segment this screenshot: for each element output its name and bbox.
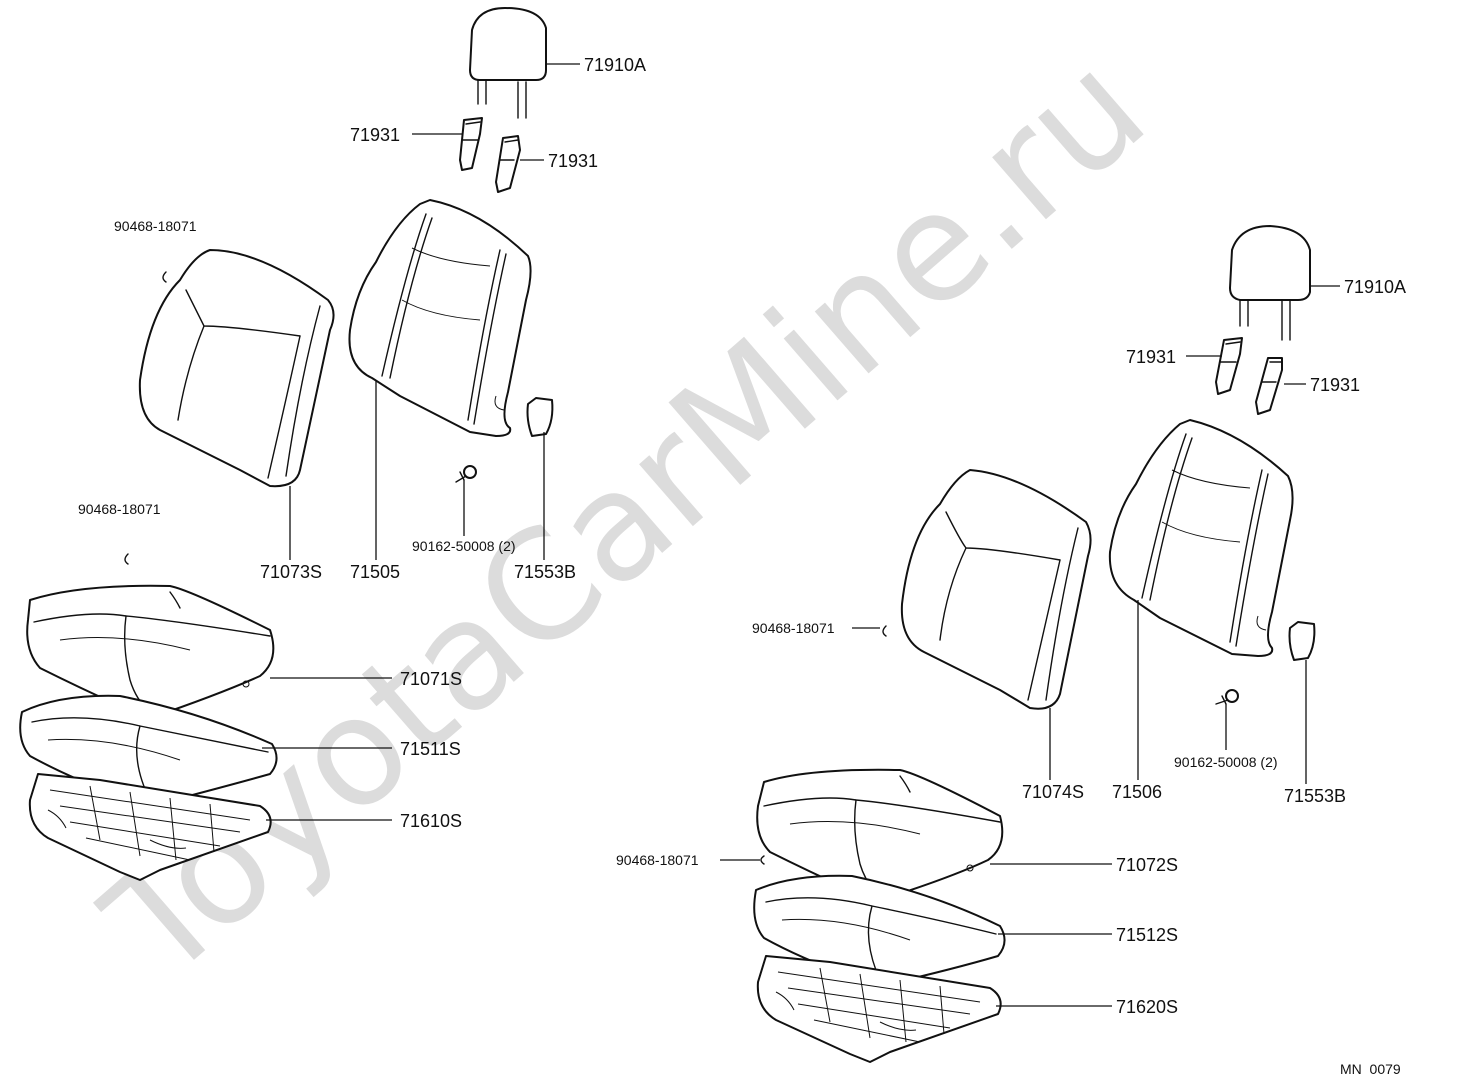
right-label-back-pad: 71506 xyxy=(1112,782,1162,802)
left-headrest-support-drawings xyxy=(459,117,521,193)
left-label-headrest: 71910A xyxy=(584,55,646,75)
right-seatback-pad-drawing xyxy=(1108,419,1294,657)
right-seatback-cover-drawing xyxy=(900,469,1092,710)
right-label-support-right: 71931 xyxy=(1310,375,1360,395)
right-clip-drawings xyxy=(760,625,887,865)
left-label-back-cover: 71073S xyxy=(260,562,322,582)
drawing-code: MN 0079 xyxy=(1340,1061,1401,1077)
left-seatback-cover-drawing xyxy=(138,249,335,488)
right-cushion-frame-drawing xyxy=(756,955,1002,1063)
left-seatback-pad-drawing xyxy=(348,199,532,437)
left-label-cushion-cover: 71071S xyxy=(400,669,462,689)
left-cushion-cover-drawing xyxy=(26,584,275,720)
right-label-knob-cover: 71553B xyxy=(1284,786,1346,806)
right-label-clip-back: 90468-18071 xyxy=(752,620,835,636)
left-label-knob-cover: 71553B xyxy=(514,562,576,582)
left-cushion-frame-drawing xyxy=(28,773,272,881)
right-label-cushion-pad: 71512S xyxy=(1116,925,1178,945)
right-cushion-pad-drawing xyxy=(753,874,1006,988)
left-label-screw: 90162-50008 (2) xyxy=(412,538,516,554)
right-headrest-drawing xyxy=(1229,225,1311,341)
left-label-cushion-frame: 71610S xyxy=(400,811,462,831)
right-cushion-cover-drawing xyxy=(756,768,1004,902)
left-label-support-left: 71931 xyxy=(350,125,400,145)
left-leader-lines xyxy=(262,63,580,821)
left-seat-assembly: 71910A 71931 71931 90468-18071 71073S 71… xyxy=(19,7,646,881)
left-label-cushion-pad: 71511S xyxy=(400,739,461,759)
right-label-cushion-cover: 71072S xyxy=(1116,855,1178,875)
right-label-headrest: 71910A xyxy=(1344,277,1406,297)
right-headrest-support-drawings xyxy=(1215,337,1283,415)
left-screw-drawing xyxy=(455,465,477,483)
right-label-back-cover: 71074S xyxy=(1022,782,1084,802)
left-knob-cover-drawing xyxy=(526,397,554,437)
right-label-cushion-frame: 71620S xyxy=(1116,997,1178,1017)
right-label-support-left: 71931 xyxy=(1126,347,1176,367)
right-screw-drawing xyxy=(1215,689,1239,705)
right-seat-assembly: 71910A 71931 71931 90468-18071 71074S 71… xyxy=(616,225,1406,1063)
left-label-clip-back: 90468-18071 xyxy=(114,218,197,234)
left-label-clip-cushion: 90468-18071 xyxy=(78,501,161,517)
left-headrest-drawing xyxy=(469,7,547,119)
right-leader-lines xyxy=(720,285,1340,1007)
right-knob-cover-drawing xyxy=(1288,621,1316,661)
right-part-labels: 71910A 71931 71931 90468-18071 71074S 71… xyxy=(616,277,1406,1017)
right-label-screw: 90162-50008 (2) xyxy=(1174,754,1278,770)
left-label-back-pad: 71505 xyxy=(350,562,400,582)
left-label-support-right: 71931 xyxy=(548,151,598,171)
left-clip-drawings xyxy=(124,271,167,565)
left-part-labels: 71910A 71931 71931 90468-18071 71073S 71… xyxy=(78,55,646,831)
right-label-clip-cushion: 90468-18071 xyxy=(616,852,699,868)
